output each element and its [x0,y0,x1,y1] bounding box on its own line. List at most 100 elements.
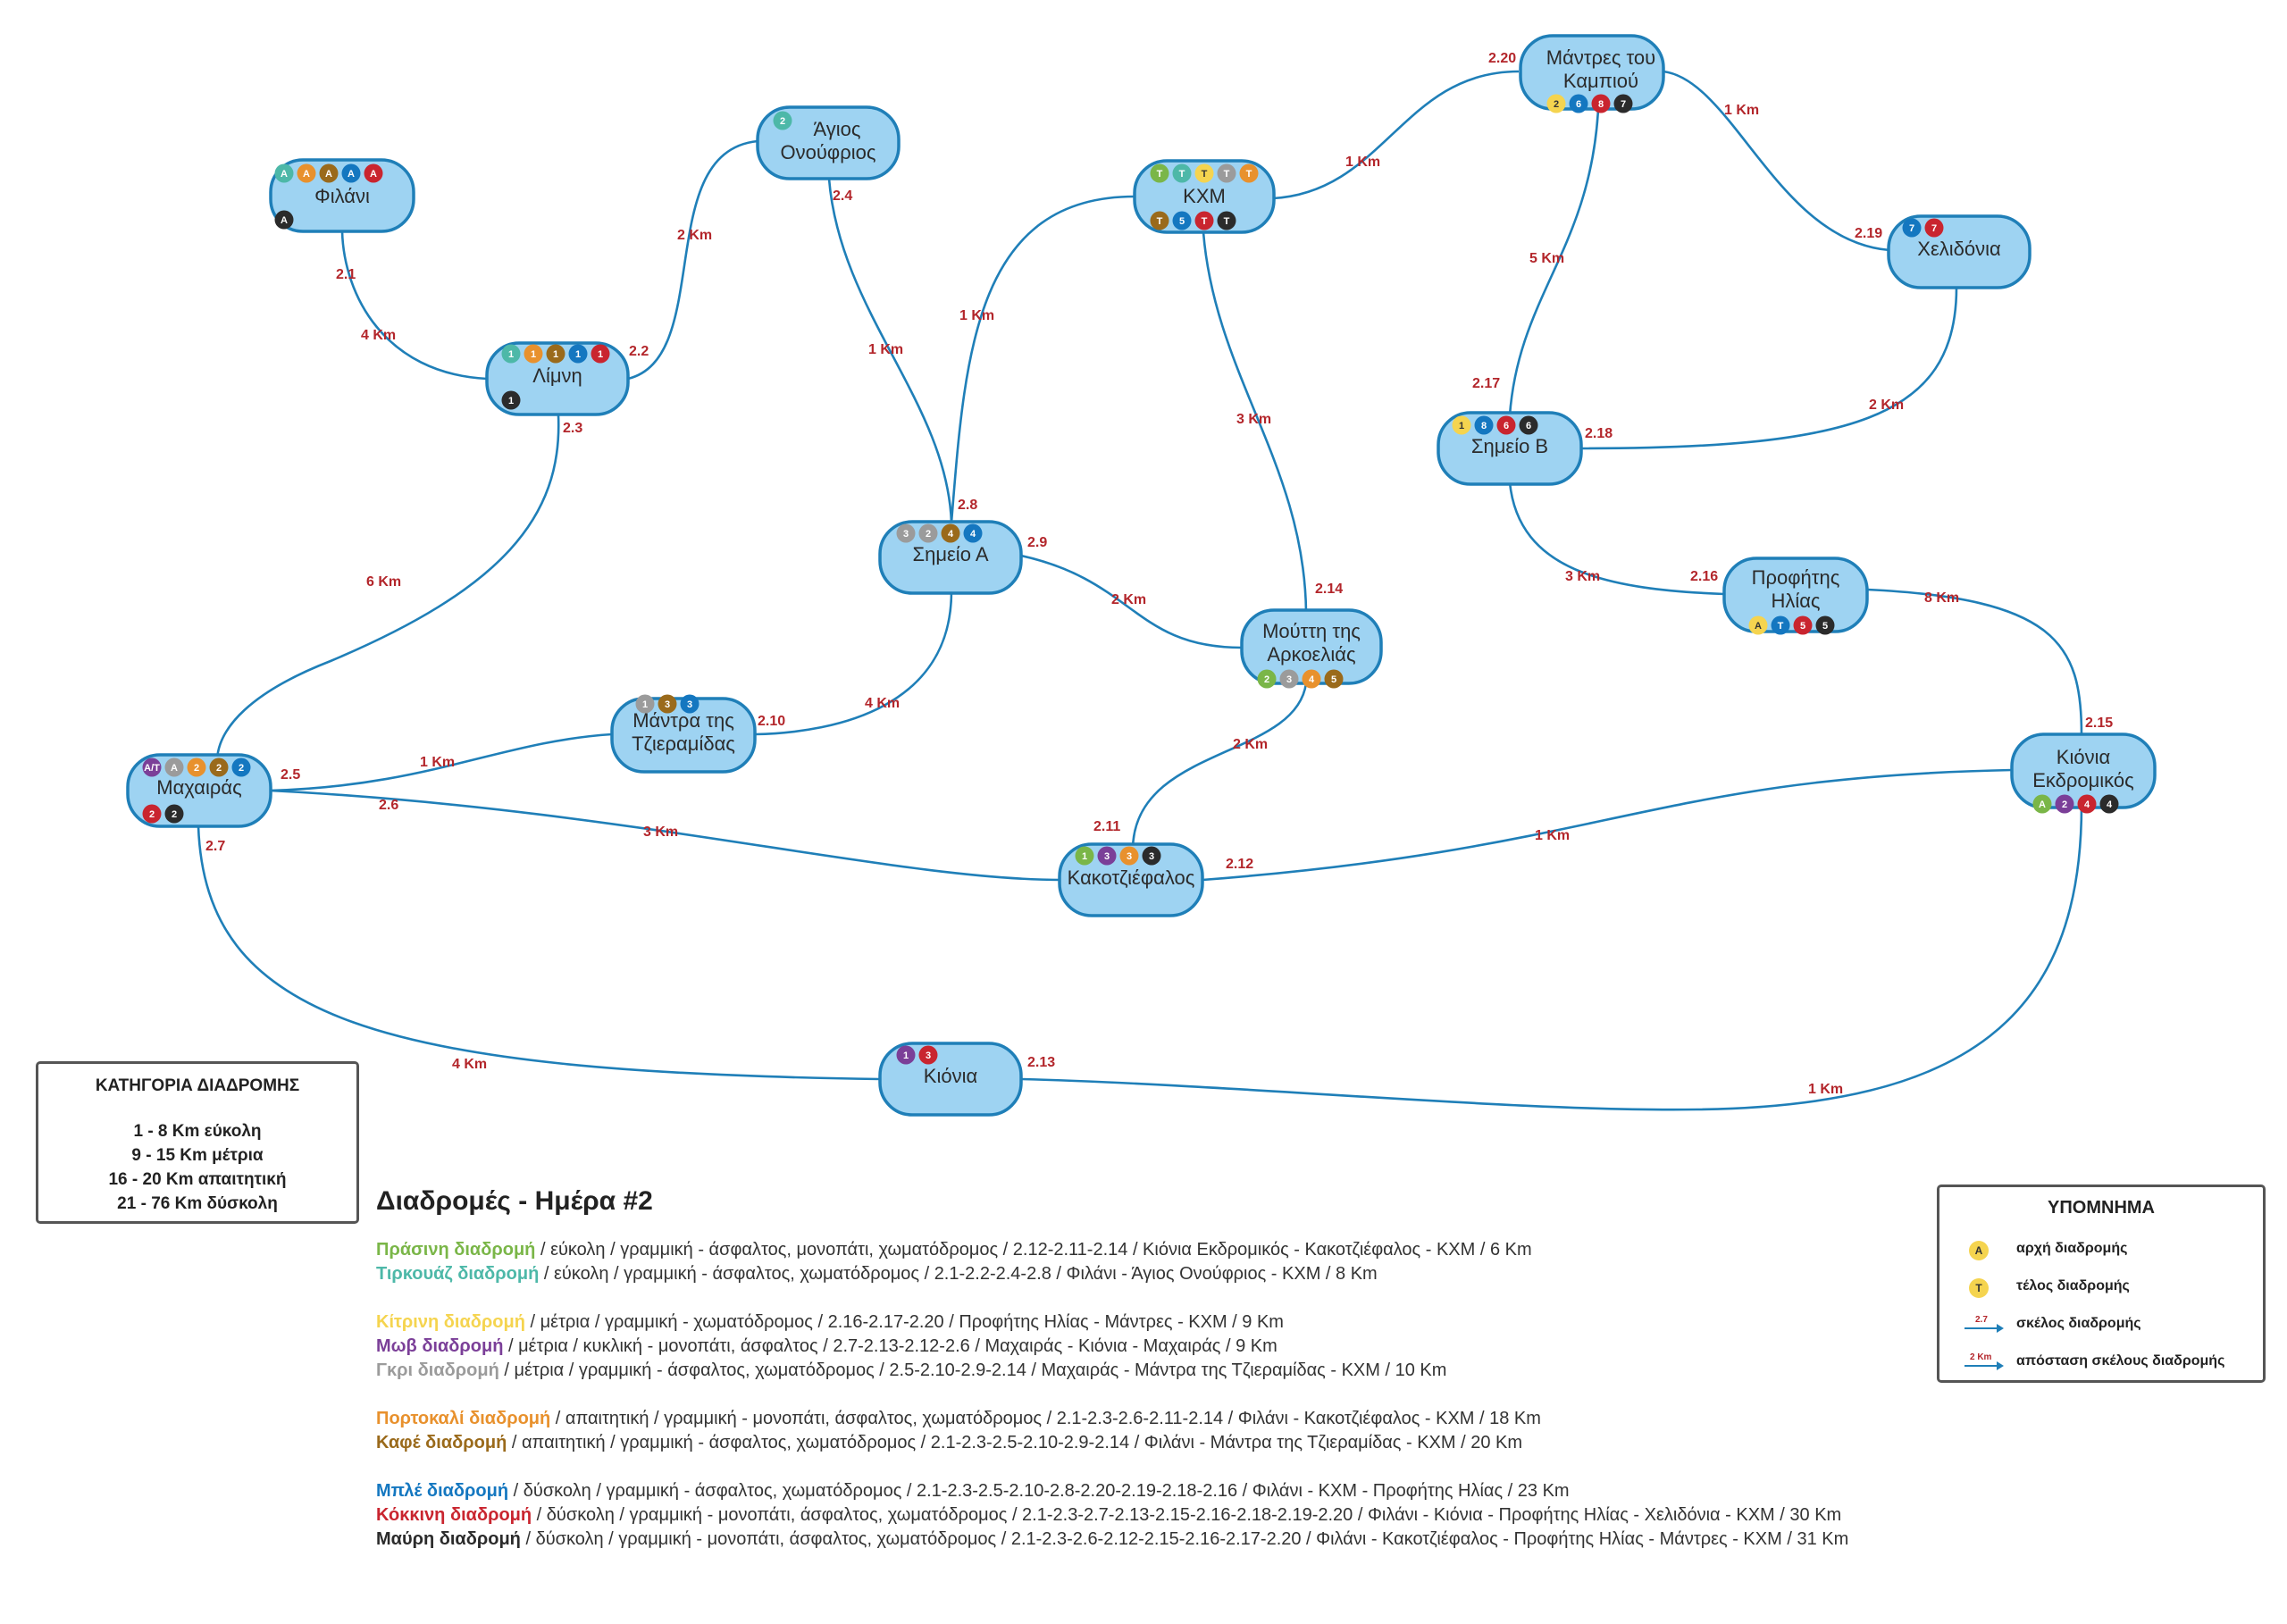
route-badge-label: 5 [1822,621,1828,632]
node-label: Μούττη της [1262,620,1361,642]
distance-label: 2 Km [1233,737,1268,752]
route-badge [341,163,361,183]
legend-dist-sample: 2 Km [1970,1352,1992,1362]
segment-label: 2.19 [1855,226,1882,241]
distance-label: 3 Km [1565,569,1600,584]
node-label: ΚΧΜ [1183,185,1226,207]
route-badge-label: T [1157,216,1163,227]
legend-leg-sample: 2.7 [1975,1315,1988,1325]
route-badge [1902,218,1922,238]
node-label: Καμπιού [1563,70,1638,92]
edge-mantres-chelidonia [1663,70,1890,252]
route-desc: / δύσκολη / γραμμική - άσφαλτος, χωματόδ… [508,1481,1570,1501]
legend-box: ΥΠΟΜΝΗΜΑ A αρχή διαδρομής T τέλος διαδρο… [1937,1185,2266,1383]
route-badge-label: A [370,169,377,180]
node-label: Προφήτης [1752,566,1840,589]
route-badge-label: A [171,763,178,774]
node-label: Λίμνη [532,364,582,387]
route-black: Μαύρη διαδρομή / δύσκολη / γραμμική - μο… [376,1528,2073,1552]
node-label: Ονούφριος [781,141,876,163]
legend-leg-row: 2.7 σκέλος διαδρομής [1939,1312,2263,1339]
segment-label: 2.5 [281,767,300,783]
route-badge-label: T [1202,216,1208,227]
route-badge-label: 3 [1104,851,1110,862]
route-badge-label: 6 [1504,421,1509,431]
legend-dist-label: απόσταση σκέλους διαδρομής [2016,1353,2225,1369]
edge-limni-agios [627,139,758,381]
route-badge [209,758,229,777]
node-agios[interactable]: Άγιος Ονούφριος 2 [756,105,901,180]
route-desc: / απαιτητική / γραμμική - μονοπάτι, άσφα… [550,1409,1541,1428]
route-badge [501,390,521,410]
distance-label: 4 Km [452,1057,487,1072]
segment-label: 2.17 [1472,376,1500,391]
route-badge [142,804,162,824]
route-desc: / εύκολη / γραμμική - άσφαλτος, χωματόδρ… [539,1264,1378,1284]
route-badge-label: 7 [1931,223,1937,234]
distance-label: 3 Km [1236,412,1271,427]
segment-label: 2.1 [336,267,356,282]
segment-label: 2.2 [629,344,649,359]
distance-label: 1 Km [959,308,994,323]
route-badge-label: 1 [575,349,581,360]
route-badge-label: 8 [1598,99,1604,110]
edge-kxm-moutti [1202,231,1308,613]
route-badge [1239,163,1259,183]
legend-end-row: T τέλος διαδρομής [1939,1275,2263,1302]
route-badge [1279,669,1299,689]
node-label: Φιλάνι [314,185,370,207]
route-badge [501,344,521,364]
route-badge [1546,94,1566,113]
route-badge-label: 1 [508,396,514,406]
edge-simeioA-moutti [1020,554,1243,649]
route-desc: / δύσκολη / γραμμική - μονοπάτι, άσφαλτο… [532,1505,1842,1525]
segment-labels: 2.1 2.2 2.3 2.4 2.5 2.6 2.7 2.8 2.9 2.10… [205,51,2113,1070]
route-badge-label: A [303,169,310,180]
node-label: Ηλίας [1771,590,1820,612]
category-line: 9 - 15 Km μέτρια [131,1146,264,1165]
category-line: 21 - 76 Km δύσκολη [117,1194,278,1213]
segment-label: 2.16 [1690,569,1718,584]
distance-label: 1 Km [420,755,455,770]
legend-start-label: αρχή διαδρομής [2016,1241,2128,1256]
routes-heading: Διαδρομές - Ημέρα #2 [376,1186,653,1216]
route-badge-label: A [1755,621,1762,632]
route-badge [274,163,294,183]
route-badge [164,758,184,777]
route-name: Κόκκινη διαδρομή [376,1505,532,1525]
route-turquoise: Τιρκουάζ διαδρομή / εύκολη / γραμμική - … [376,1262,2073,1286]
node-label: Μάντρες του [1546,46,1655,69]
distance-label: 1 Km [1808,1082,1843,1097]
route-name: Τιρκουάζ διαδρομή [376,1264,540,1284]
node-label: Κιόνια [924,1065,978,1087]
route-badge [2077,794,2097,814]
route-badge [658,694,677,714]
distance-arrow-icon: 2 Km [1964,1352,2004,1370]
route-badge-label: 3 [1149,851,1154,862]
route-badge [1519,415,1538,435]
route-badge-label: T [1246,169,1252,180]
route-orange: Πορτοκαλί διαδρομή / απαιτητική / γραμμι… [376,1407,2073,1431]
route-badge-label: 2 [780,116,785,127]
route-badge [591,344,610,364]
edge-machairas-kakotz [269,789,1062,882]
node-label: Κακοτζιέφαλος [1068,866,1195,889]
node-label: Μαχαιράς [156,776,241,799]
route-badge-label: 5 [1800,621,1805,632]
map-edges [197,70,2083,1111]
route-badge [1172,163,1192,183]
